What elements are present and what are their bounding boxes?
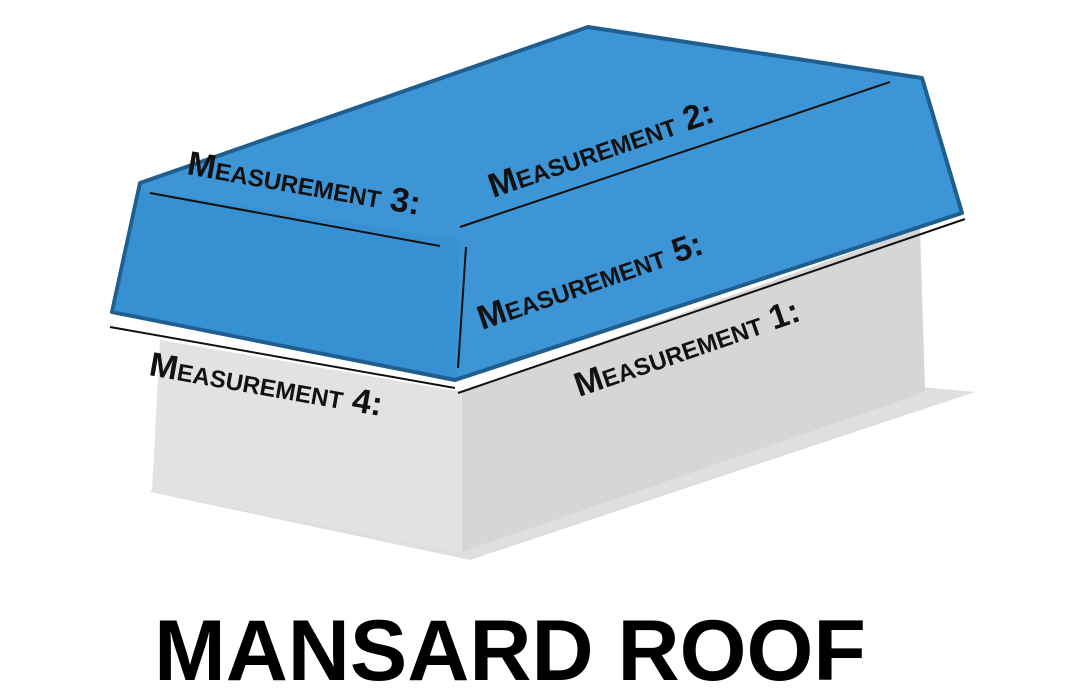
eave-line-left xyxy=(109,326,456,389)
measurement-line-2 xyxy=(459,81,891,228)
measurement-line-3 xyxy=(149,192,441,247)
building-wall-left xyxy=(152,340,462,552)
measurement-line-5 xyxy=(457,246,467,369)
roof-body xyxy=(110,25,964,382)
diagram-title: MANSARD ROOF xyxy=(154,603,866,694)
roof-front-face xyxy=(113,190,460,378)
building-wall-right xyxy=(462,228,925,552)
eave-line-right xyxy=(457,218,966,394)
